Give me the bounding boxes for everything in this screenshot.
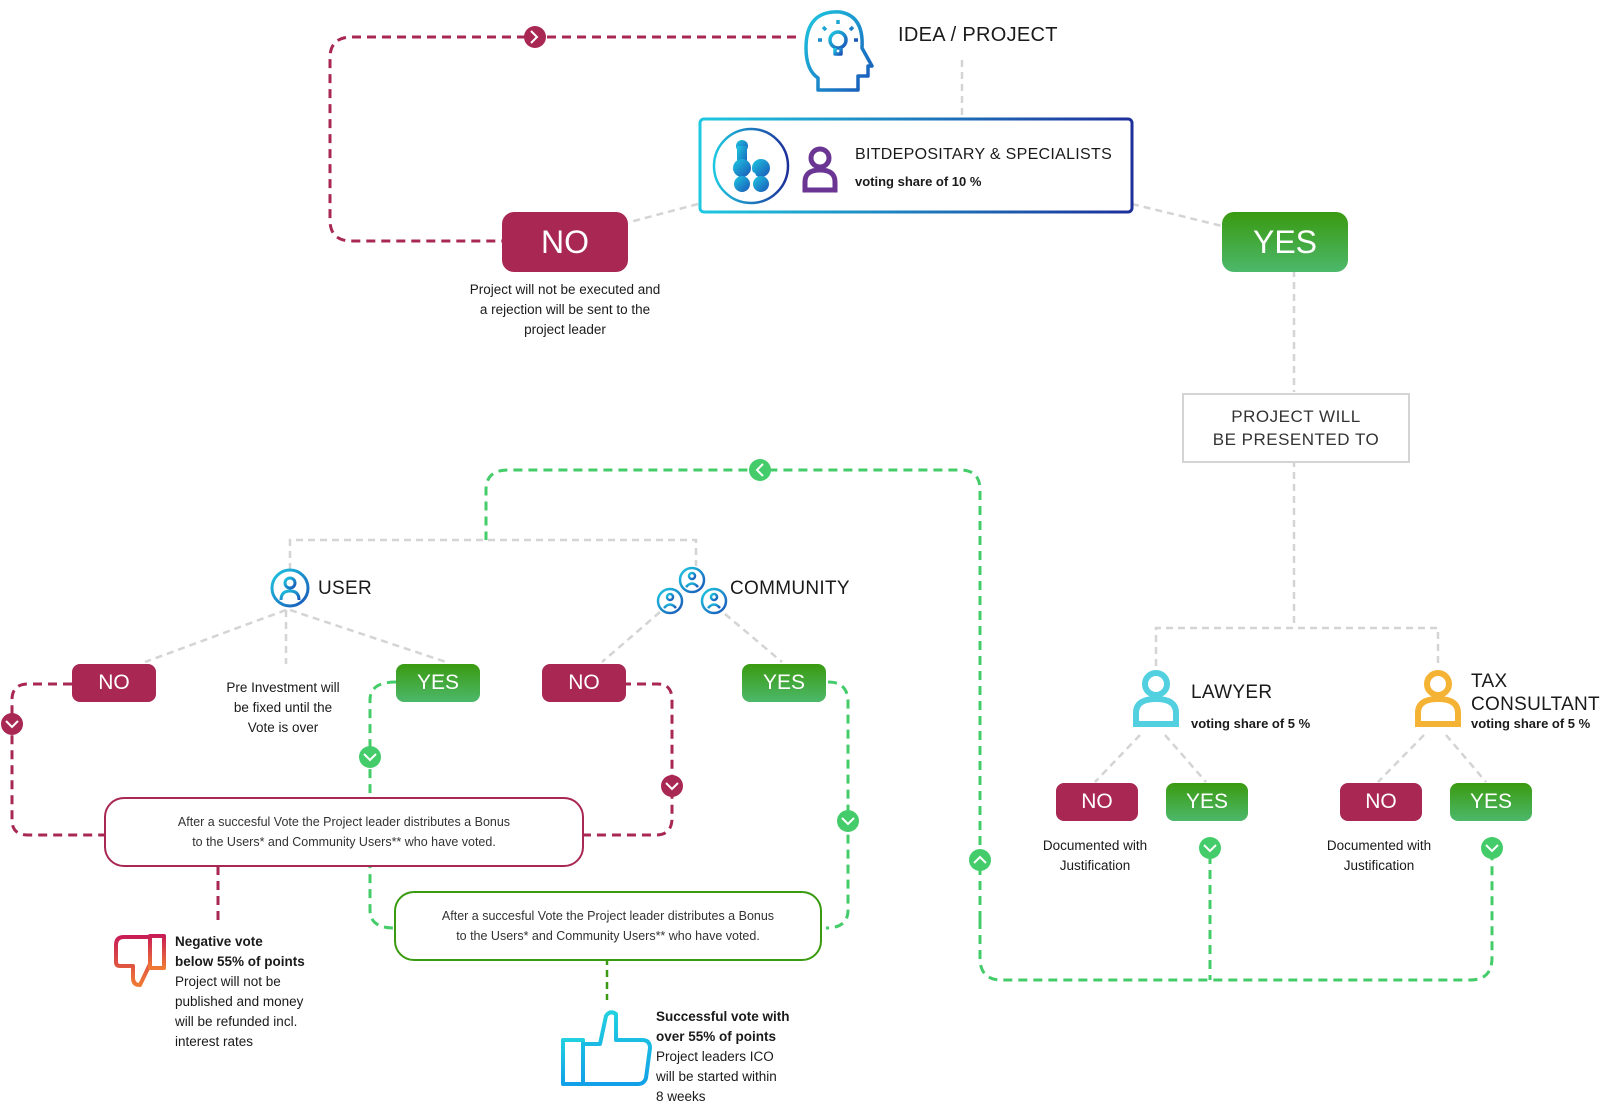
user-no-loop (10, 682, 104, 837)
arrow-down-icon (1199, 837, 1221, 859)
arrow-down-icon (837, 810, 859, 832)
negative-vote-note: Negative vote below 55% of points Projec… (175, 932, 355, 1052)
bonus-line: to the Users* and Community Users** who … (192, 835, 496, 849)
connector-lawyer-yes (1164, 734, 1207, 783)
tax-no-caption: Documented with Justification (1304, 836, 1454, 876)
top-no-button[interactable]: NO (502, 212, 628, 272)
arrow-down-icon (359, 746, 381, 768)
community-label: COMMUNITY (730, 578, 850, 599)
return-loop (484, 468, 982, 920)
lawyer-label: LAWYER (1191, 682, 1273, 703)
community-no-button[interactable]: NO (542, 664, 626, 702)
note-line: Pre Investment will (226, 680, 340, 695)
specialists-merge (978, 855, 1494, 982)
top-no-caption: Project will not be executed and a rejec… (440, 280, 690, 340)
lawyer-no-button[interactable]: NO (1056, 783, 1138, 821)
negative-body-line: will be refunded incl. (175, 1014, 298, 1029)
bonus-box-positive-path: After a succesful Vote the Project leade… (394, 891, 822, 961)
tax-no-button[interactable]: NO (1340, 783, 1422, 821)
negative-title-line1: Negative vote (175, 934, 263, 949)
connector-lawyer-tax-split (1154, 626, 1440, 666)
connector-community-yes (724, 613, 783, 663)
caption-line: a rejection will be sent to the (479, 302, 651, 317)
arrow-left-icon (749, 459, 771, 481)
arrow-down-icon (1481, 837, 1503, 859)
connector-user-no (144, 608, 287, 664)
connector-community-no (601, 611, 661, 663)
community-yes-button[interactable]: YES (742, 664, 826, 702)
bonus-line: After a succesful Vote the Project leade… (177, 815, 511, 829)
lawyer-yes-button[interactable]: YES (1166, 783, 1248, 821)
positive-vote-note: Successful vote with over 55% of points … (656, 1007, 836, 1107)
connector-tax-yes (1445, 734, 1487, 783)
positive-title-line1: Successful vote with (656, 1009, 790, 1024)
arrow-right-icon (524, 26, 546, 48)
bitdepositary-share: voting share of 10 % (855, 174, 982, 189)
presented-to-line1: PROJECT WILL (1231, 407, 1361, 426)
bonus-line: After a succesful Vote the Project leade… (441, 909, 775, 923)
connector-box-to-yes (1131, 202, 1223, 228)
caption-line: Justification (1059, 858, 1131, 873)
tax-consultant-label: TAX CONSULTANT (1471, 670, 1600, 716)
person-icon (802, 146, 838, 193)
note-line: Vote is over (247, 720, 319, 735)
arrow-down-icon (661, 775, 683, 797)
bonus-line: to the Users* and Community Users** who … (456, 929, 760, 943)
lawyer-share: voting share of 5 % (1191, 716, 1311, 731)
connector-box-to-no (629, 202, 699, 224)
caption-line: Documented with (1326, 838, 1432, 853)
community-icon (656, 566, 728, 615)
thumbs-down-icon (114, 934, 166, 987)
lawyer-no-caption: Documented with Justification (1020, 836, 1170, 876)
note-line: be fixed until the (233, 700, 333, 715)
caption-line: Documented with (1042, 838, 1148, 853)
connector-user-yes (289, 608, 447, 664)
connector-user-community-split (288, 538, 698, 570)
tax-label-line1: TAX (1471, 671, 1508, 692)
bitdepositary-title: BITDEPOSITARY & SPECIALISTS (855, 146, 1113, 163)
user-yes-button[interactable]: YES (396, 664, 480, 702)
head-lightbulb-icon (804, 10, 874, 92)
tax-consultant-share: voting share of 5 % (1471, 716, 1591, 731)
community-yes-loop (825, 680, 850, 930)
negative-title-line2: below 55% of points (175, 954, 305, 969)
positive-body-line: Project leaders ICO (656, 1049, 774, 1064)
idea-project-label: IDEA / PROJECT (898, 24, 1058, 46)
community-no-loop (580, 682, 674, 837)
caption-line: project leader (524, 322, 606, 337)
tax-label-line2: CONSULTANT (1471, 694, 1600, 715)
tax-yes-button[interactable]: YES (1450, 783, 1532, 821)
arrow-down-icon (1, 713, 23, 735)
lawyer-icon (1133, 670, 1179, 727)
user-label: USER (318, 578, 372, 599)
positive-title-line2: over 55% of points (656, 1029, 777, 1044)
bonus-box-negative-path: After a succesful Vote the Project leade… (104, 797, 584, 867)
positive-body-line: 8 weeks (656, 1089, 706, 1104)
user-pre-investment-note: Pre Investment will be fixed until the V… (208, 678, 358, 738)
presented-to-box: PROJECT WILL BE PRESENTED TO (1182, 393, 1410, 463)
positive-body-line: will be started within (656, 1069, 777, 1084)
reject-loop (328, 35, 796, 243)
tax-consultant-icon (1415, 670, 1461, 727)
thumbs-up-icon (561, 1010, 652, 1086)
arrow-up-icon (969, 849, 991, 871)
user-no-button[interactable]: NO (72, 664, 156, 702)
negative-body-line: Project will not be (175, 974, 281, 989)
presented-to-line2: BE PRESENTED TO (1212, 430, 1380, 449)
top-yes-button[interactable]: YES (1222, 212, 1348, 272)
user-icon (270, 568, 310, 608)
connector-lawyer-no (1094, 734, 1141, 783)
caption-line: Justification (1343, 858, 1415, 873)
caption-line: Project will not be executed and (469, 282, 661, 297)
negative-body-line: interest rates (175, 1034, 254, 1049)
connector-tax-no (1377, 734, 1425, 783)
bitdepositary-logo-icon (712, 127, 790, 205)
negative-body-line: published and money (175, 994, 304, 1009)
